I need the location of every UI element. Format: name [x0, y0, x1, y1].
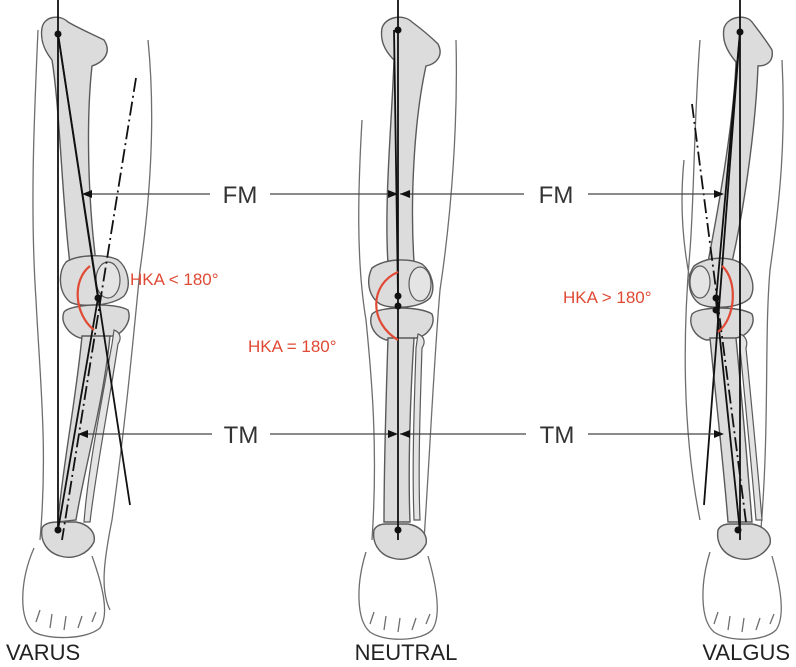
valgus-ankle	[718, 524, 771, 559]
neutral-femur	[382, 17, 441, 264]
neutral-patella	[409, 267, 431, 301]
neutral-caption: NEUTRAL	[355, 640, 458, 665]
fm-label-left: FM	[223, 182, 258, 209]
varus-toes	[36, 610, 96, 630]
valgus-toes	[714, 612, 774, 632]
neutral-foot	[359, 552, 437, 639]
valgus-knee-upper	[713, 295, 720, 302]
neutral-tibial-plateau	[371, 308, 433, 340]
neutral-hip-center	[395, 27, 402, 34]
neutral-tibia	[384, 338, 414, 522]
tm-label-right: TM	[540, 422, 575, 449]
valgus-ankle-center	[735, 527, 742, 534]
valgus-hip-center	[737, 29, 744, 36]
neutral-toes	[370, 612, 430, 632]
neutral-ankle-center	[395, 527, 402, 534]
valgus-tibial-plateau	[691, 308, 753, 340]
fm-label-right: FM	[539, 182, 574, 209]
varus-caption: VARUS	[6, 640, 80, 665]
neutral-fibula	[413, 334, 424, 520]
varus-foot	[23, 548, 105, 638]
neutral-leg	[359, 17, 457, 639]
varus-hip-center	[55, 31, 62, 38]
neutral-hka-label: HKA = 180°	[248, 337, 337, 356]
neutral-knee-lower	[395, 303, 402, 310]
neutral-knee-upper	[395, 293, 402, 300]
varus-ankle	[42, 522, 95, 557]
valgus-caption: VALGUS	[702, 640, 790, 665]
valgus-hka-label: HKA > 180°	[563, 288, 652, 307]
valgus-patella	[690, 266, 710, 298]
varus-patella	[96, 262, 120, 298]
varus-ankle-center	[55, 527, 62, 534]
valgus-knee-lower	[713, 307, 720, 314]
varus-knee-center	[95, 295, 102, 302]
valgus-foot	[703, 552, 781, 639]
varus-hka-label: HKA < 180°	[130, 270, 219, 289]
varus-leg	[23, 17, 152, 637]
tm-label-left: TM	[224, 422, 259, 449]
